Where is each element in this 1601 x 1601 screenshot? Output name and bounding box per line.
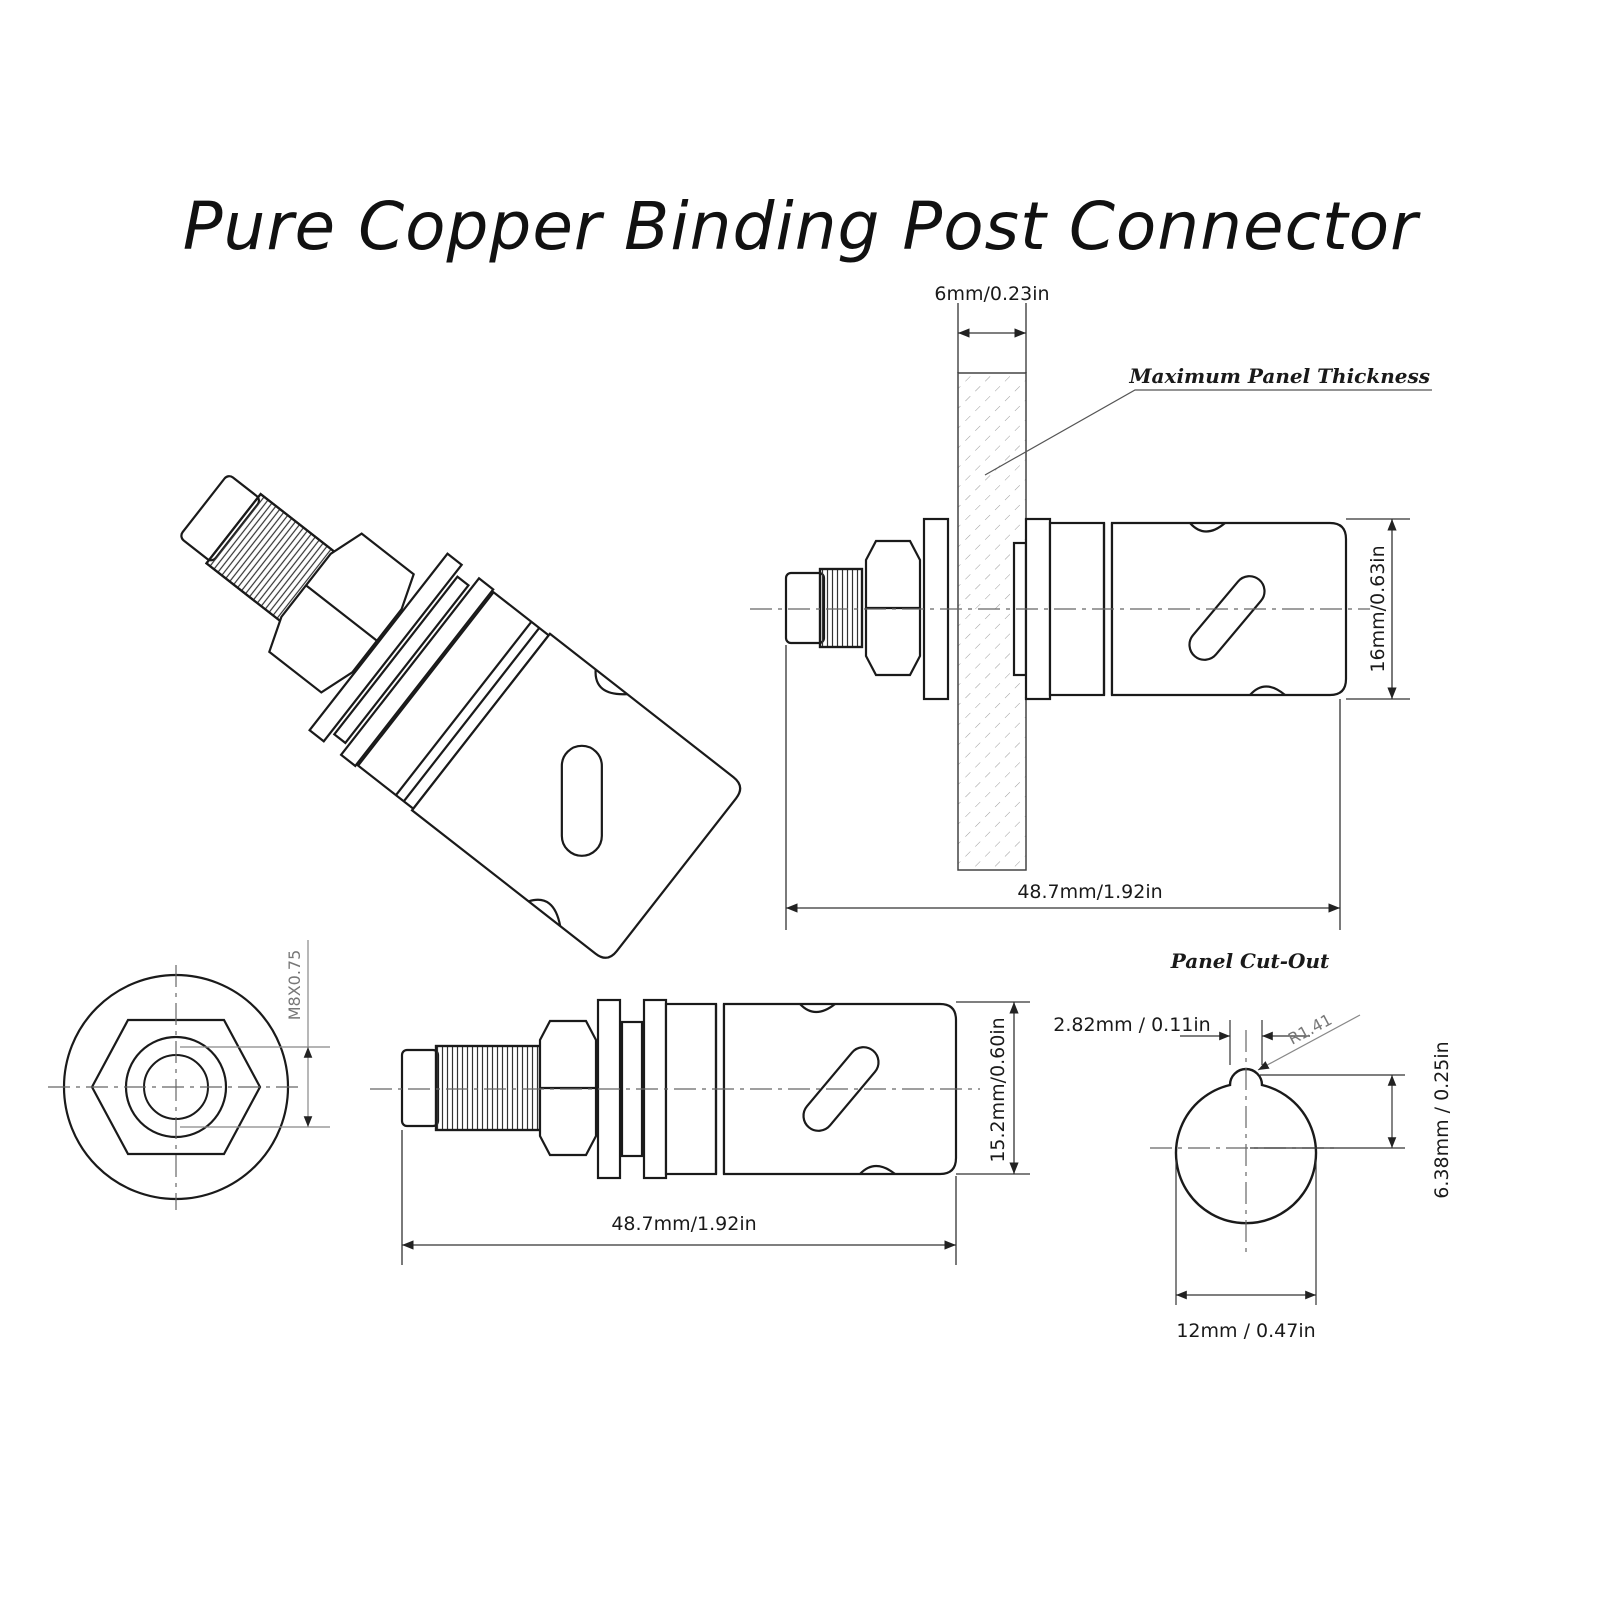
- cutout-diameter-label: 12mm / 0.47in: [1176, 1320, 1315, 1342]
- page-title: Pure Copper Binding Post Connector: [182, 188, 1419, 265]
- panel-cutout-label: Panel Cut-Out: [1170, 949, 1330, 973]
- isometric-view: [180, 475, 742, 959]
- panel-side-view: 6mm/0.23in Maximum Panel Thickness: [750, 283, 1432, 930]
- diameter-bottom-label: 15.2mm/0.60in: [987, 1017, 1009, 1162]
- front-end-view: M8X0.75: [48, 940, 330, 1210]
- diameter-top-label: 16mm/0.63in: [1367, 545, 1389, 672]
- notch-radius-label: R1.41: [1285, 1010, 1335, 1049]
- max-panel-thickness-label: Maximum Panel Thickness: [1128, 364, 1430, 388]
- thread-spec-label: M8X0.75: [285, 950, 304, 1021]
- length-bottom-label: 48.7mm/1.92in: [611, 1213, 756, 1235]
- notch-width-label: 2.82mm / 0.11in: [1053, 1014, 1210, 1036]
- panel-cutout-view: Panel Cut-Out 2.82mm / 0.11in R1.41 6.38…: [1053, 949, 1453, 1342]
- panel-thickness-label: 6mm/0.23in: [934, 283, 1049, 305]
- side-view: 15.2mm/0.60in 48.7mm/1.92in: [370, 998, 1030, 1265]
- length-top-label: 48.7mm/1.92in: [1017, 881, 1162, 903]
- notch-depth-label: 6.38mm / 0.25in: [1431, 1041, 1453, 1198]
